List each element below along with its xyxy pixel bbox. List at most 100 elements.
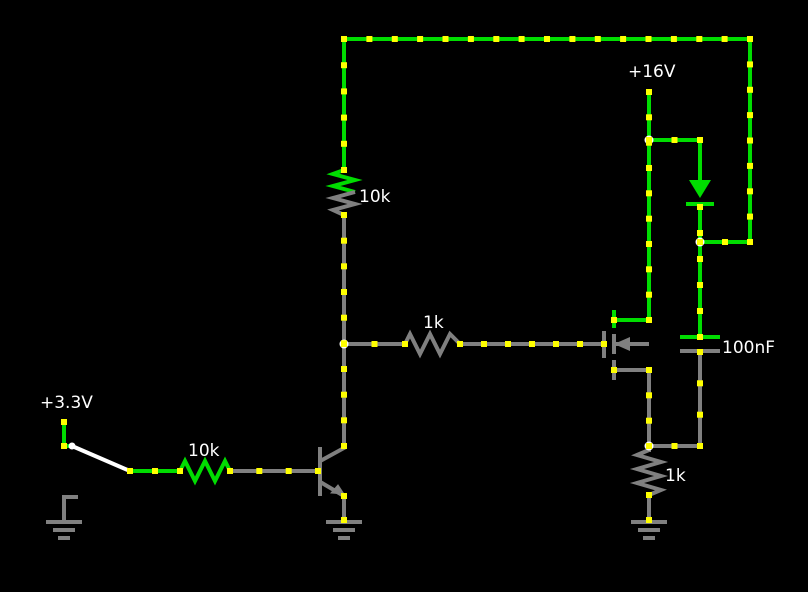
current-dot bbox=[391, 36, 398, 42]
current-dot bbox=[646, 367, 652, 373]
current-dot bbox=[341, 517, 347, 523]
current-dot bbox=[747, 112, 753, 119]
current-dot bbox=[341, 167, 347, 173]
current-dot bbox=[371, 341, 378, 347]
current-dot bbox=[646, 190, 652, 197]
current-dot bbox=[747, 239, 753, 245]
current-dot bbox=[697, 380, 703, 387]
v16-to-diode-wire bbox=[647, 138, 702, 182]
label-r-source: 1k bbox=[665, 466, 686, 486]
current-dot bbox=[646, 392, 652, 399]
current-dot bbox=[493, 36, 500, 42]
current-dot bbox=[315, 468, 321, 474]
label-16v: +16V bbox=[628, 62, 676, 82]
current-dot bbox=[697, 334, 703, 340]
current-dot bbox=[747, 86, 753, 93]
label-r-gate: 1k bbox=[423, 313, 444, 333]
current-dot bbox=[341, 341, 347, 347]
current-dot bbox=[697, 239, 703, 245]
current-dot bbox=[256, 468, 263, 474]
r2-collector-resistor-bottom bbox=[325, 190, 363, 217]
current-dot bbox=[544, 36, 550, 42]
current-dot bbox=[646, 165, 652, 171]
current-dot bbox=[697, 137, 703, 143]
current-dot bbox=[646, 517, 652, 523]
current-dot bbox=[697, 204, 703, 210]
switch-icon[interactable] bbox=[70, 444, 132, 473]
current-dot bbox=[341, 212, 347, 218]
mosfet-source-wire bbox=[612, 368, 651, 448]
current-dot bbox=[481, 341, 487, 347]
current-dot bbox=[127, 468, 133, 474]
current-dot bbox=[697, 308, 703, 314]
current-dot bbox=[747, 137, 753, 144]
current-dot bbox=[341, 289, 347, 295]
current-dot bbox=[341, 263, 347, 270]
current-dot bbox=[747, 188, 753, 195]
current-dot bbox=[620, 36, 627, 42]
ground-icon bbox=[46, 520, 82, 540]
current-dot bbox=[227, 468, 233, 474]
current-dot bbox=[601, 341, 607, 347]
current-dot bbox=[518, 36, 525, 42]
current-dot bbox=[341, 62, 347, 69]
current-dot bbox=[697, 443, 703, 449]
current-dot bbox=[152, 468, 158, 474]
current-dot bbox=[611, 317, 617, 323]
current-dot bbox=[341, 88, 347, 95]
label-capacitor: 100nF bbox=[722, 338, 775, 358]
current-dots bbox=[61, 36, 753, 523]
current-dot bbox=[442, 36, 449, 42]
resistor-icon bbox=[178, 456, 232, 486]
r2-collector-resistor-top bbox=[325, 168, 363, 194]
ground-icon bbox=[326, 520, 362, 540]
collector-wire bbox=[319, 398, 346, 463]
r4-source-resistor bbox=[629, 448, 669, 497]
label-r-base: 10k bbox=[188, 441, 220, 461]
current-dot bbox=[646, 291, 652, 298]
current-dot bbox=[341, 314, 347, 321]
current-dot bbox=[747, 61, 753, 68]
current-dot bbox=[697, 411, 703, 418]
current-dot bbox=[697, 349, 703, 355]
current-dot bbox=[594, 36, 601, 42]
current-dot bbox=[61, 419, 67, 425]
current-dot bbox=[721, 36, 728, 42]
current-dot bbox=[341, 366, 347, 372]
current-dot bbox=[645, 36, 652, 42]
r1-base-resistor bbox=[178, 456, 232, 486]
current-dot bbox=[341, 140, 347, 147]
current-dot bbox=[646, 114, 652, 121]
current-dot bbox=[646, 89, 652, 95]
current-dot bbox=[569, 36, 576, 42]
current-dot bbox=[697, 230, 703, 236]
current-dot bbox=[697, 282, 703, 288]
current-dot bbox=[341, 237, 347, 244]
current-dot bbox=[646, 215, 652, 222]
resistor-icon bbox=[325, 168, 363, 217]
diode-icon bbox=[686, 180, 714, 206]
current-dot bbox=[366, 36, 373, 42]
label-r-collector: 10k bbox=[359, 187, 391, 207]
ground-icon bbox=[631, 520, 667, 540]
current-dot bbox=[417, 36, 424, 42]
current-dot bbox=[747, 36, 753, 42]
current-dot bbox=[341, 114, 347, 121]
resistor-icon bbox=[403, 329, 462, 359]
current-dot bbox=[341, 493, 347, 499]
current-dot bbox=[646, 241, 652, 247]
current-dot bbox=[646, 492, 652, 498]
current-dot bbox=[61, 443, 67, 449]
current-dot bbox=[577, 341, 583, 347]
current-dot bbox=[467, 36, 474, 42]
junction-dot bbox=[68, 442, 76, 450]
current-dot bbox=[285, 468, 292, 474]
current-dot bbox=[670, 36, 677, 42]
current-dot bbox=[341, 391, 347, 398]
current-dot bbox=[646, 137, 652, 143]
current-dot bbox=[671, 443, 678, 449]
source-to-cap-wire bbox=[647, 350, 702, 448]
dead-wires bbox=[62, 213, 702, 522]
v3v3-lead bbox=[62, 420, 74, 448]
